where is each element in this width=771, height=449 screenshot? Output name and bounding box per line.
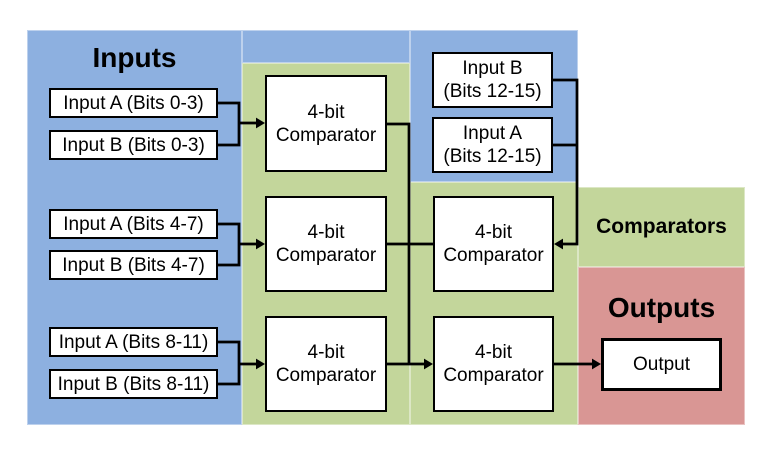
connector-inputs-12-15 (553, 78, 579, 246)
arrowhead-into-comparator-3 (256, 358, 265, 370)
comparator-3-line2: Comparator (275, 365, 377, 386)
comparator-box-4: 4-bit Comparator (433, 196, 554, 292)
connector-inputs-8-11 (218, 340, 241, 386)
input-a-bits-0-3-box: Input A (Bits 0-3) (49, 88, 218, 118)
comparator-box-1: 4-bit Comparator (265, 75, 387, 172)
comparator-1-line1: 4-bit (307, 101, 345, 123)
comparator-5-line1: 4-bit (475, 342, 512, 363)
arrowhead-into-comparator-5 (424, 358, 433, 370)
comparator-5-line2: Comparator (443, 365, 544, 386)
arrowhead-into-comparator-4 (554, 238, 563, 250)
input-a-12-15-line2: (Bits 12-15) (443, 146, 542, 167)
input-b-12-15-line2: (Bits 12-15) (443, 81, 542, 102)
input-a-bits-4-7-box: Input A (Bits 4-7) (49, 209, 218, 239)
connector-comparator-1-output (387, 122, 411, 364)
input-a-bits-8-11-box: Input A (Bits 8-11) (49, 327, 218, 357)
comparator-2-line1: 4-bit (307, 222, 345, 243)
comparators-label-region (578, 187, 745, 267)
connector-inputs-4-7 (218, 222, 241, 267)
comparator-box-3: 4-bit Comparator (265, 316, 387, 412)
input-b-12-15-line1: Input B (462, 58, 523, 79)
input-b-bits-0-3-box: Input B (Bits 0-3) (49, 130, 218, 160)
output-box: Output (601, 338, 722, 391)
comparator-2-line2: Comparator (275, 245, 377, 266)
inputs-heading: Inputs (92, 42, 177, 73)
comparator-4-line2: Comparator (443, 245, 544, 266)
arrowhead-into-comparator-1 (256, 117, 265, 129)
arrowhead-into-comparator-2 (256, 238, 265, 250)
input-b-bits-4-7-box: Input B (Bits 4-7) (49, 250, 218, 280)
outputs-heading: Outputs (607, 292, 716, 323)
connector-inputs-0-3 (218, 101, 241, 147)
input-a-12-15-line1: Input A (462, 123, 523, 144)
comparator-4-line1: 4-bit (475, 222, 512, 243)
comparator-3-line1: 4-bit (307, 342, 345, 363)
input-a-bits-12-15-box: Input A (Bits 12-15) (432, 117, 553, 173)
input-b-bits-12-15-box: Input B (Bits 12-15) (432, 52, 553, 108)
comparators-heading: Comparators (596, 215, 727, 238)
input-b-bits-8-11-box: Input B (Bits 8-11) (49, 369, 218, 399)
comparator-box-2: 4-bit Comparator (265, 196, 387, 292)
comparator-1-line2: Comparator (275, 124, 377, 146)
arrowhead-into-output (592, 358, 601, 370)
inputs-region-top-strip (242, 30, 410, 63)
comparator-box-5: 4-bit Comparator (433, 316, 554, 412)
